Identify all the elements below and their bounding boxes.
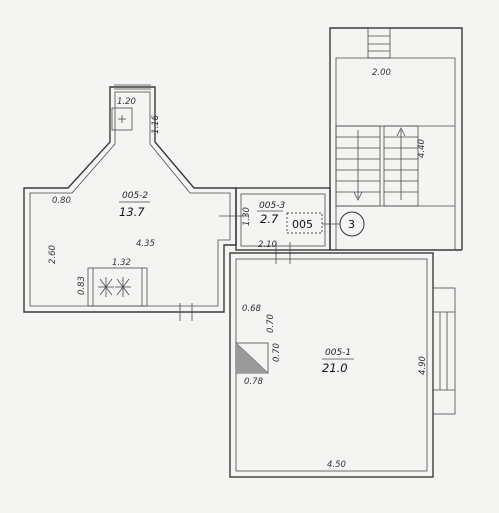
stove-icon (87, 267, 148, 307)
stair-number-marker (339, 211, 365, 237)
dim-kitchen-window-width: 1.20 (117, 97, 136, 107)
dim-shaft-height-side: 0.70 (272, 343, 282, 362)
dim-stove-width: 1.32 (112, 258, 131, 268)
dim-stair-width: 2.00 (372, 68, 391, 78)
dim-shaft-width: 0.68 (242, 304, 262, 314)
apartment-label: 005 (292, 218, 313, 231)
hall-room-id: 005-3 (259, 201, 285, 211)
dim-hall-depth: 1.30 (242, 207, 252, 226)
kitchen-room-area: 13.7 (119, 205, 145, 219)
living-room-id: 005-1 (325, 348, 351, 358)
dim-stove-depth: 0.83 (77, 276, 87, 295)
kitchen-room-id: 005-2 (122, 191, 148, 201)
staircase (329, 27, 463, 251)
living-room-area: 21.0 (322, 361, 348, 375)
dim-hall-width: 2.10 (258, 240, 277, 250)
dim-shaft-height-top: 0.70 (266, 314, 276, 333)
dim-room-height: 4.90 (418, 356, 428, 375)
dim-kitchen-nook-depth: 1.16 (151, 114, 161, 134)
room-kitchen (23, 84, 237, 321)
dim-kitchen-width: 4.35 (136, 239, 155, 249)
dim-kitchen-height: 2.60 (48, 245, 58, 264)
room-living (229, 252, 456, 478)
hall-room-area: 2.7 (260, 212, 279, 226)
dim-kitchen-corner: 0.80 (52, 196, 71, 206)
dim-shaft-base: 0.78 (244, 377, 264, 387)
dim-stair-length: 4.40 (417, 139, 427, 158)
stair-number: 3 (348, 218, 355, 231)
dim-room-width: 4.50 (327, 460, 346, 470)
